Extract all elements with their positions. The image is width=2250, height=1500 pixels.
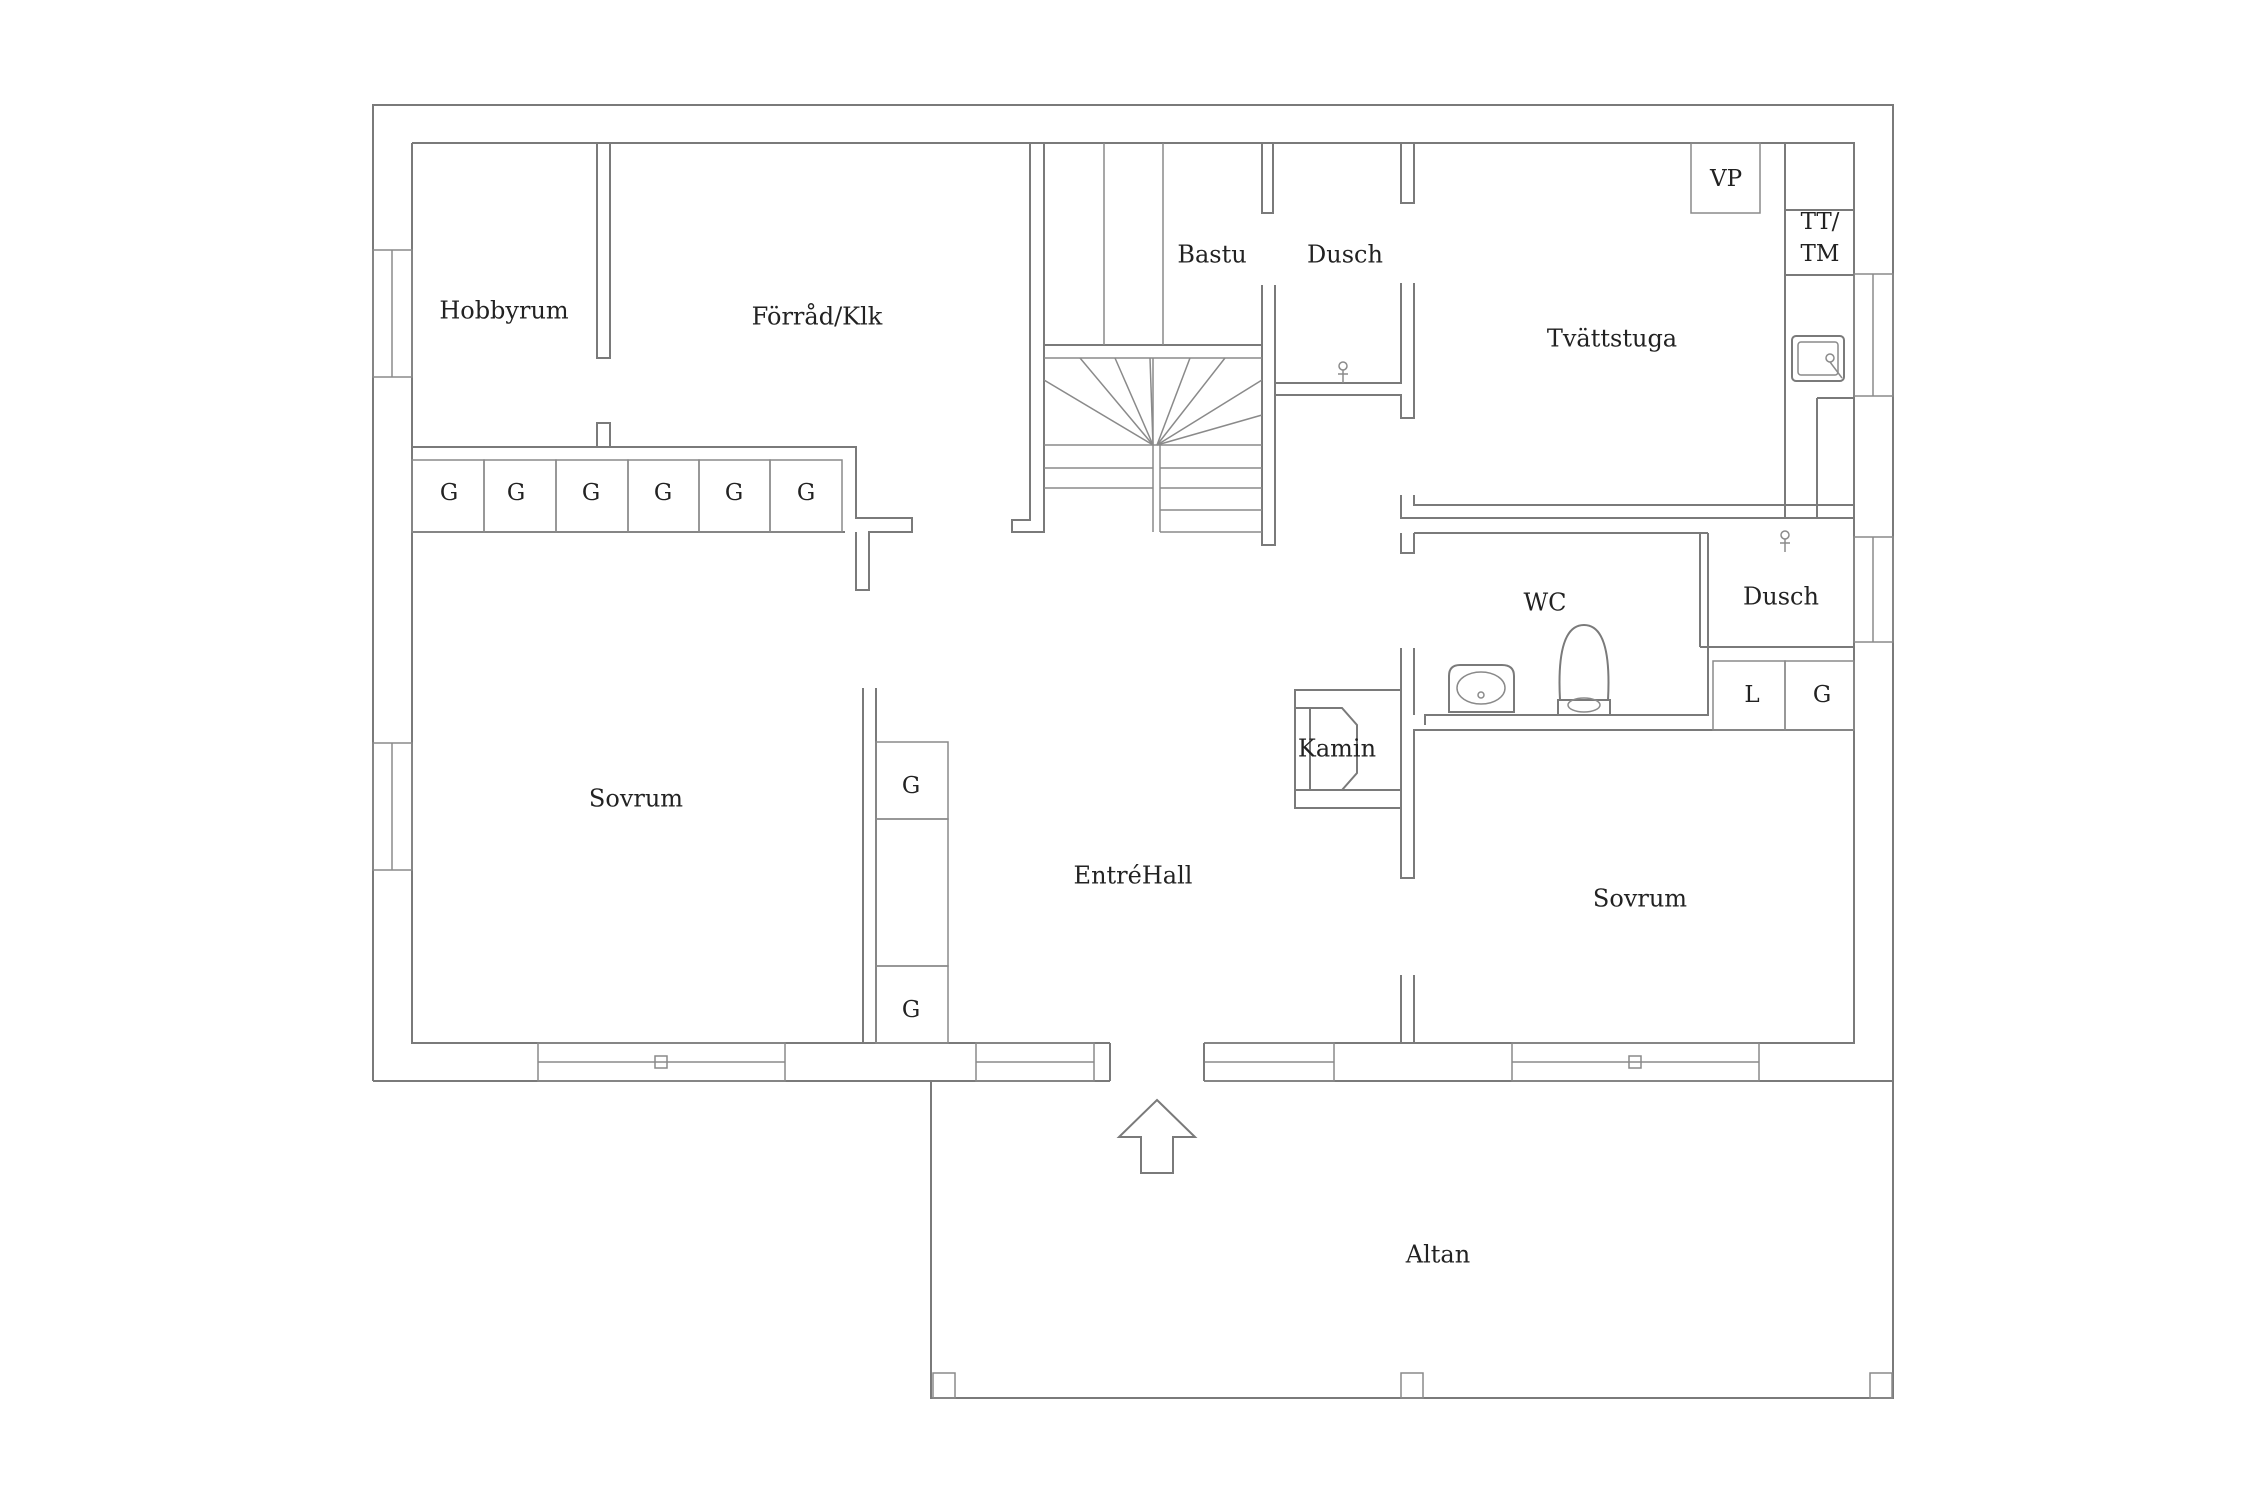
label-hobbyrum: Hobbyrum (439, 297, 569, 325)
closet-label: G (507, 480, 525, 506)
room-labels: Hobbyrum Förråd/Klk Bastu Dusch Tvättstu… (439, 166, 1839, 1269)
closet-label: G (582, 480, 600, 506)
label-sovrum-left: Sovrum (589, 785, 683, 813)
wc-sink-icon (1448, 664, 1515, 713)
closet-label: G (654, 480, 672, 506)
label-tm: TM (1801, 241, 1840, 267)
label-bastu: Bastu (1177, 241, 1246, 269)
closet-label: G (797, 480, 815, 506)
label-forrad: Förråd/Klk (752, 302, 883, 331)
laundry-sink-icon (1791, 335, 1845, 382)
closet-label-hall-top: G (902, 773, 920, 799)
entry-arrow-icon (1116, 1098, 1198, 1174)
closet-row (411, 459, 843, 533)
label-tvattstuga: Tvättstuga (1547, 325, 1677, 353)
label-tt: TT/ (1801, 209, 1840, 235)
shower-head-icon-right (1780, 530, 1790, 552)
label-entrehall: EntréHall (1074, 862, 1193, 890)
closet-label-l: L (1744, 682, 1759, 708)
closet-label-hall-bottom: G (902, 997, 920, 1023)
label-dusch-upper: Dusch (1307, 241, 1383, 269)
label-wc: WC (1523, 589, 1566, 617)
outer-walls (372, 104, 1894, 1399)
shower-head-icon (1338, 361, 1348, 383)
closet-labels: G G G G G G G G L G (440, 480, 1831, 1023)
label-dusch-right: Dusch (1743, 583, 1819, 611)
label-kamin: Kamin (1298, 735, 1376, 763)
closet-label: G (725, 480, 743, 506)
label-sovrum-right: Sovrum (1593, 885, 1687, 913)
closet-label: G (440, 480, 458, 506)
windows (372, 249, 1894, 1085)
stairs (1043, 143, 1263, 533)
toilet-icon (1557, 623, 1611, 716)
closet-label-right: G (1813, 682, 1831, 708)
label-vp: VP (1709, 166, 1742, 192)
vp-box (1690, 142, 1761, 214)
hall-closets (875, 741, 949, 1044)
label-altan: Altan (1405, 1241, 1470, 1269)
right-closets (1712, 660, 1855, 731)
